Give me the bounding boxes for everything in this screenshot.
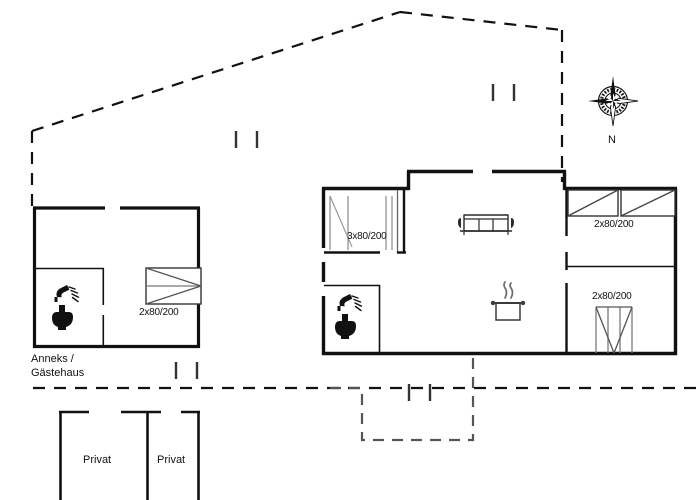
main-bathroom-toilet-icon bbox=[335, 314, 356, 339]
sofa-icon bbox=[458, 214, 514, 235]
main-bedroom-left-bed-size-label: 3x80/200 bbox=[347, 231, 387, 242]
compass-rose-icon bbox=[588, 76, 639, 127]
main-bedroom-right-bottom-bed-size-label: 2x80/200 bbox=[592, 291, 632, 302]
annex-bed-symbol bbox=[145, 267, 202, 305]
annex-shower-icon bbox=[54, 285, 80, 303]
main-house-interior-walls bbox=[324, 190, 676, 353]
annex-bathroom-partition bbox=[36, 267, 105, 346]
cooking-pot-icon bbox=[490, 281, 526, 321]
main-bedroom-right-top-bed-symbol bbox=[567, 189, 676, 217]
annex-toilet-icon bbox=[52, 305, 73, 330]
main-bedroom-right-top-bed-size-label: 2x80/200 bbox=[594, 219, 634, 230]
annex-bed-size-label: 2x80/200 bbox=[139, 307, 179, 318]
window-tick-marks bbox=[174, 84, 516, 401]
annex-label-line-2: Gästehaus bbox=[31, 367, 85, 379]
private-area-walls bbox=[59, 410, 200, 500]
private-room-label-1: Privat bbox=[83, 454, 112, 466]
annex-label-line-1: Anneks / bbox=[31, 353, 74, 365]
property-boundary-dashed bbox=[30, 10, 564, 206]
terrace-outline-dashed bbox=[330, 357, 475, 442]
main-bedroom-left-bed-symbol bbox=[329, 195, 393, 250]
private-room-label-2: Privat bbox=[157, 454, 186, 466]
main-house-outer-walls bbox=[321, 169, 678, 356]
compass-north-label: N bbox=[608, 134, 616, 146]
main-bedroom-right-bottom-bed-symbol bbox=[595, 306, 633, 354]
main-bathroom-shower-icon bbox=[337, 294, 363, 312]
